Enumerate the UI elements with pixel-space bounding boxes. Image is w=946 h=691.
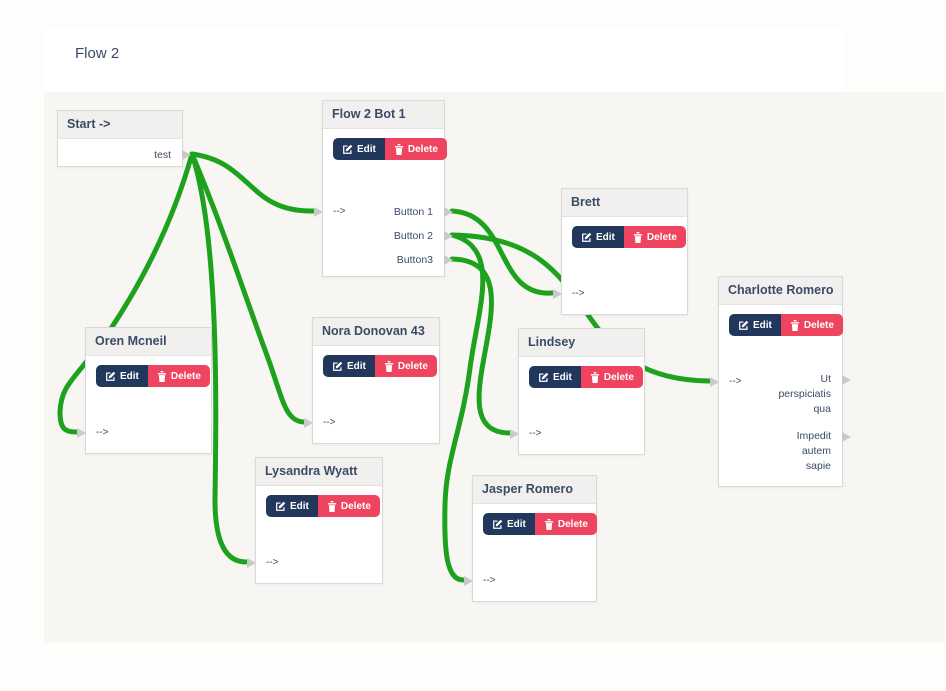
button-group: Edit Delete [333, 138, 447, 160]
button-group: Edit Delete [572, 226, 687, 248]
output-label-button-2: Button 2 [393, 230, 433, 242]
node-start[interactable]: Start -> test [57, 110, 191, 167]
edit-button[interactable]: Edit [572, 226, 624, 248]
input-port[interactable] [77, 428, 86, 438]
edit-button[interactable]: Edit [333, 138, 385, 160]
output-port-impedit-autem[interactable] [842, 432, 851, 442]
page-title: Flow 2 [75, 45, 120, 62]
input-port[interactable] [710, 377, 719, 387]
input-label: --> [729, 376, 742, 387]
node-jasper-romero[interactable]: Jasper Romero Edit Delete --> [464, 475, 597, 602]
node-flow-2-bot-1-title[interactable]: Flow 2 Bot 1 [323, 101, 444, 129]
output-label-button-3: Button3 [396, 254, 433, 266]
node-flow-2-bot-1[interactable]: Flow 2 Bot 1 Edit Delete --> Button 1 Bu… [314, 100, 453, 277]
input-port[interactable] [314, 207, 323, 217]
edit-icon [275, 501, 286, 512]
node-lindsey[interactable]: Lindsey Edit Delete --> [510, 328, 645, 455]
trash-icon [394, 143, 404, 155]
output-port-button-2[interactable] [444, 231, 453, 241]
edit-button[interactable]: Edit [729, 314, 781, 336]
button-group: Edit Delete [96, 365, 211, 387]
edit-button[interactable]: Edit [483, 513, 535, 535]
edit-icon [738, 320, 749, 331]
delete-button[interactable]: Delete [374, 355, 437, 377]
edit-button[interactable]: Edit [266, 495, 318, 517]
input-port[interactable] [304, 418, 313, 428]
edit-button[interactable]: Edit [529, 366, 581, 388]
output-label-button-1: Button 1 [393, 206, 433, 218]
button-group: Edit Delete [529, 366, 644, 388]
delete-button[interactable]: Delete [580, 366, 643, 388]
edit-icon [492, 519, 503, 530]
input-label: --> [572, 288, 585, 299]
output-label-test: test [154, 149, 171, 161]
input-label: --> [96, 427, 109, 438]
input-label: --> [266, 557, 279, 568]
input-label: --> [529, 428, 542, 439]
output-port-test[interactable] [182, 150, 191, 160]
edit-button[interactable]: Edit [96, 365, 148, 387]
delete-button[interactable]: Delete [384, 138, 447, 160]
input-label: --> [483, 575, 496, 586]
flow-header-bar: Flow 2 [44, 29, 844, 92]
node-lindsey-title[interactable]: Lindsey [519, 329, 644, 357]
node-lysandra-wyatt[interactable]: Lysandra Wyatt Edit Delete --> [247, 457, 383, 584]
node-lysandra-wyatt-title[interactable]: Lysandra Wyatt [256, 458, 382, 486]
button-group: Edit Delete [729, 314, 843, 336]
edit-icon [105, 371, 116, 382]
trash-icon [633, 231, 643, 243]
node-brett-title[interactable]: Brett [562, 189, 687, 217]
output-port-button-3[interactable] [444, 255, 453, 265]
input-port[interactable] [464, 576, 473, 586]
input-port[interactable] [510, 429, 519, 439]
node-charlotte-romero-title[interactable]: Charlotte Romero [719, 277, 842, 305]
input-label: --> [323, 417, 336, 428]
trash-icon [590, 371, 600, 383]
edit-icon [581, 232, 592, 243]
edit-icon [342, 144, 353, 155]
node-oren-mcneil-title[interactable]: Oren Mcneil [86, 328, 211, 356]
edit-button[interactable]: Edit [323, 355, 375, 377]
edit-icon [538, 372, 549, 383]
trash-icon [790, 319, 800, 331]
node-start-title[interactable]: Start -> [58, 111, 182, 139]
button-group: Edit Delete [323, 355, 439, 377]
trash-icon [157, 370, 167, 382]
edit-icon [332, 361, 343, 372]
delete-button[interactable]: Delete [147, 365, 210, 387]
input-port[interactable] [247, 558, 256, 568]
node-brett[interactable]: Brett Edit Delete --> [553, 188, 688, 315]
output-label-ut-perspiciatis-qua: Ut perspiciatis qua [778, 373, 831, 415]
node-jasper-romero-title[interactable]: Jasper Romero [473, 476, 596, 504]
output-port-ut-perspiciatis[interactable] [842, 375, 851, 385]
output-label-impedit-autem-sapie: Impedit autem sapie [796, 430, 831, 472]
node-nora-donovan-43[interactable]: Nora Donovan 43 Edit Delete --> [304, 317, 440, 444]
trash-icon [327, 500, 337, 512]
output-port-button-1[interactable] [444, 207, 453, 217]
trash-icon [384, 360, 394, 372]
trash-icon [544, 518, 554, 530]
delete-button[interactable]: Delete [623, 226, 686, 248]
input-label: --> [333, 206, 346, 217]
delete-button[interactable]: Delete [317, 495, 380, 517]
node-oren-mcneil[interactable]: Oren Mcneil Edit Delete --> [77, 327, 212, 454]
delete-button[interactable]: Delete [780, 314, 843, 336]
button-group: Edit Delete [266, 495, 382, 517]
node-charlotte-romero[interactable]: Charlotte Romero Edit Delete --> Ut pers… [710, 276, 851, 487]
button-group: Edit Delete [483, 513, 597, 535]
delete-button[interactable]: Delete [534, 513, 597, 535]
node-nora-donovan-43-title[interactable]: Nora Donovan 43 [313, 318, 439, 346]
input-port[interactable] [553, 289, 562, 299]
